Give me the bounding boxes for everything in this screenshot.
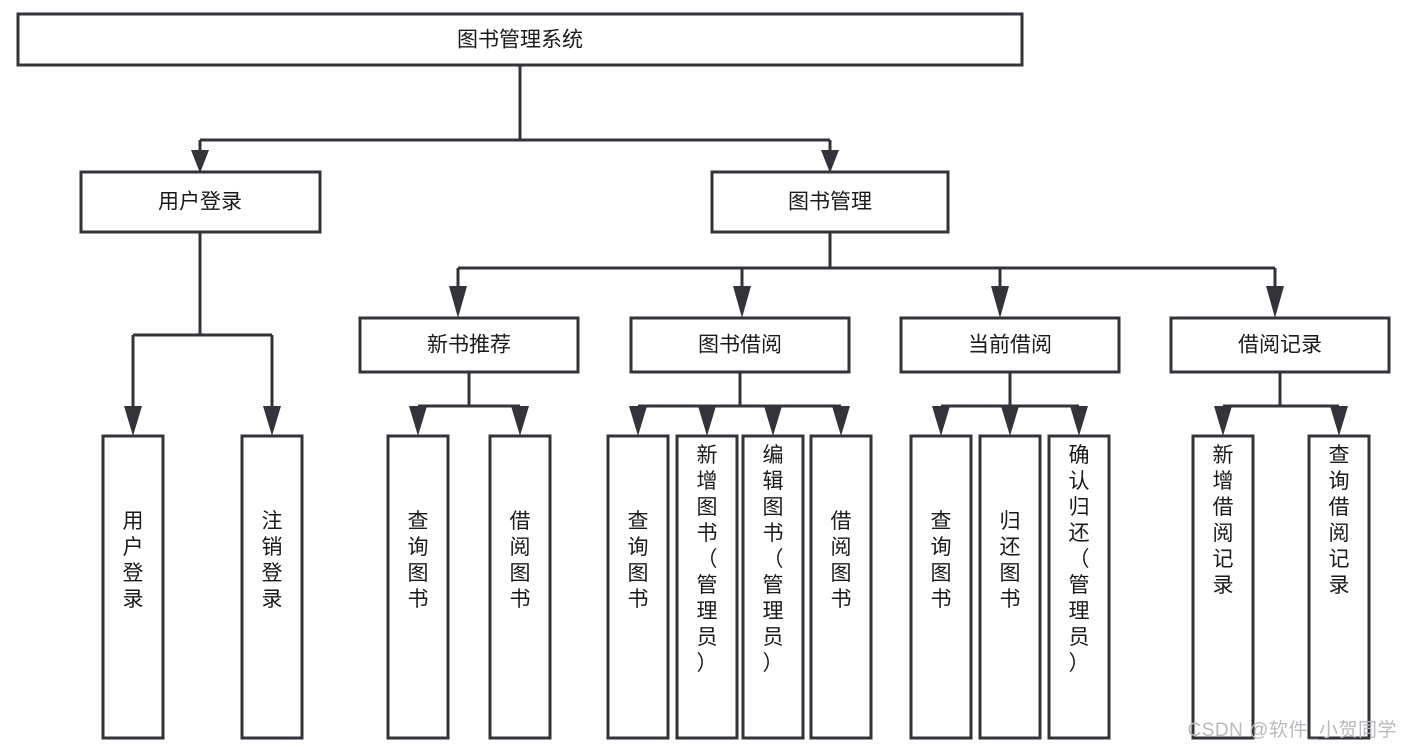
node-leaf-add-book[interactable]: 新增图书（管理员） (675, 434, 739, 740)
node-leaf-add-book-label: 新增图书（管理员） (697, 444, 718, 675)
node-leaf-borrow-book-1[interactable]: 借阅图书 (488, 434, 552, 740)
node-root-label: 图书管理系统 (457, 29, 583, 52)
node-leaf-query-book-3-box[interactable] (909, 434, 973, 740)
node-leaf-query-book-2[interactable]: 查询图书 (606, 434, 670, 740)
arrow-head-leaf-edit-book (764, 406, 782, 436)
arrow-head-leaf-query-book-2 (629, 406, 647, 436)
node-leaf-query-book-2-label: 查询图书 (628, 510, 649, 611)
node-leaf-query-record[interactable]: 查询借阅记录 (1307, 434, 1371, 740)
node-leaf-return-book-label: 归还图书 (1000, 510, 1021, 611)
node-new-book-recommend-label: 新书推荐 (427, 334, 511, 357)
node-leaf-logout-box[interactable] (240, 434, 304, 740)
arrow-head-borrow-record (1266, 286, 1284, 318)
node-leaf-add-record-box[interactable] (1191, 434, 1255, 740)
node-leaf-return-book[interactable]: 归还图书 (978, 434, 1042, 740)
node-root-box[interactable] (16, 12, 1024, 67)
node-book-borrow-box[interactable] (629, 316, 851, 374)
node-book-borrow[interactable]: 图书借阅 (629, 316, 851, 374)
arrow-head-leaf-logout (263, 406, 281, 436)
node-user-login[interactable]: 用户登录 (79, 170, 322, 234)
node-leaf-borrow-book-2-label: 借阅图书 (831, 510, 852, 611)
arrow-head-leaf-confirm-return (1070, 406, 1088, 436)
arrow-head-leaf-query-record (1330, 406, 1348, 436)
node-leaf-user-login[interactable]: 用户登录 (101, 434, 165, 740)
node-leaf-confirm-return-box[interactable] (1047, 434, 1111, 740)
arrow-head-leaf-borrow-book-1 (511, 406, 529, 436)
node-leaf-user-login-label: 用户登录 (123, 510, 144, 611)
arrow-head-new-book-recommend (449, 286, 467, 318)
node-user-login-box[interactable] (79, 170, 322, 234)
node-leaf-edit-book[interactable]: 编辑图书（管理员） (741, 434, 805, 740)
node-leaf-logout-label: 注销登录 (262, 510, 283, 611)
arrow-head-leaf-query-book-3 (932, 406, 950, 436)
arrow-head-book-borrow (733, 286, 751, 318)
node-leaf-edit-book-label: 编辑图书（管理员） (763, 444, 784, 675)
node-new-book-recommend-box[interactable] (358, 316, 580, 374)
node-leaf-query-book-1-label: 查询图书 (408, 510, 429, 611)
node-leaf-confirm-return-label: 确认归还（管理员） (1069, 444, 1090, 675)
arrow-head-leaf-add-book (698, 406, 716, 436)
arrow-head-user-login (191, 150, 209, 173)
node-root[interactable]: 图书管理系统 (16, 12, 1024, 67)
node-leaf-borrow-book-1-box[interactable] (488, 434, 552, 740)
node-borrow-record[interactable]: 借阅记录 (1169, 316, 1391, 374)
node-leaf-user-login-box[interactable] (101, 434, 165, 740)
node-current-borrow-label: 当前借阅 (968, 334, 1052, 357)
arrow-head-leaf-user-login (124, 406, 142, 436)
arrow-head-leaf-return-book (1001, 406, 1019, 436)
node-book-borrow-label: 图书借阅 (698, 334, 782, 357)
node-leaf-add-book-box[interactable] (675, 434, 739, 740)
node-new-book-recommend[interactable]: 新书推荐 (358, 316, 580, 374)
node-book-management-label: 图书管理 (788, 191, 872, 214)
node-leaf-query-book-2-box[interactable] (606, 434, 670, 740)
connectors-group (124, 65, 1348, 436)
node-leaf-logout[interactable]: 注销登录 (240, 434, 304, 740)
node-leaf-edit-book-box[interactable] (741, 434, 805, 740)
node-leaf-confirm-return[interactable]: 确认归还（管理员） (1047, 434, 1111, 740)
arrow-head-book-management (821, 150, 839, 173)
node-leaf-query-book-3-label: 查询图书 (931, 510, 952, 611)
arrow-head-leaf-borrow-book-2 (832, 406, 850, 436)
node-leaf-borrow-book-1-label: 借阅图书 (510, 510, 531, 611)
node-leaf-query-record-box[interactable] (1307, 434, 1371, 740)
node-book-management-box[interactable] (710, 170, 950, 234)
node-borrow-record-box[interactable] (1169, 316, 1391, 374)
node-user-login-label: 用户登录 (158, 191, 242, 214)
arrow-head-leaf-add-record (1214, 406, 1232, 436)
node-borrow-record-label: 借阅记录 (1238, 334, 1322, 357)
node-current-borrow[interactable]: 当前借阅 (899, 316, 1121, 374)
arrow-head-current-borrow (991, 286, 1009, 318)
node-leaf-query-book-1[interactable]: 查询图书 (386, 434, 450, 740)
node-current-borrow-box[interactable] (899, 316, 1121, 374)
node-leaf-return-book-box[interactable] (978, 434, 1042, 740)
node-leaf-add-record[interactable]: 新增借阅记录 (1191, 434, 1255, 740)
node-leaf-add-record-label: 新增借阅记录 (1213, 444, 1234, 597)
node-book-management[interactable]: 图书管理 (710, 170, 950, 234)
node-leaf-borrow-book-2[interactable]: 借阅图书 (809, 434, 873, 740)
node-leaf-borrow-book-2-box[interactable] (809, 434, 873, 740)
node-leaf-query-record-label: 查询借阅记录 (1329, 444, 1350, 597)
arrow-head-leaf-query-book-1 (409, 406, 427, 436)
node-leaf-query-book-1-box[interactable] (386, 434, 450, 740)
node-leaf-query-book-3[interactable]: 查询图书 (909, 434, 973, 740)
